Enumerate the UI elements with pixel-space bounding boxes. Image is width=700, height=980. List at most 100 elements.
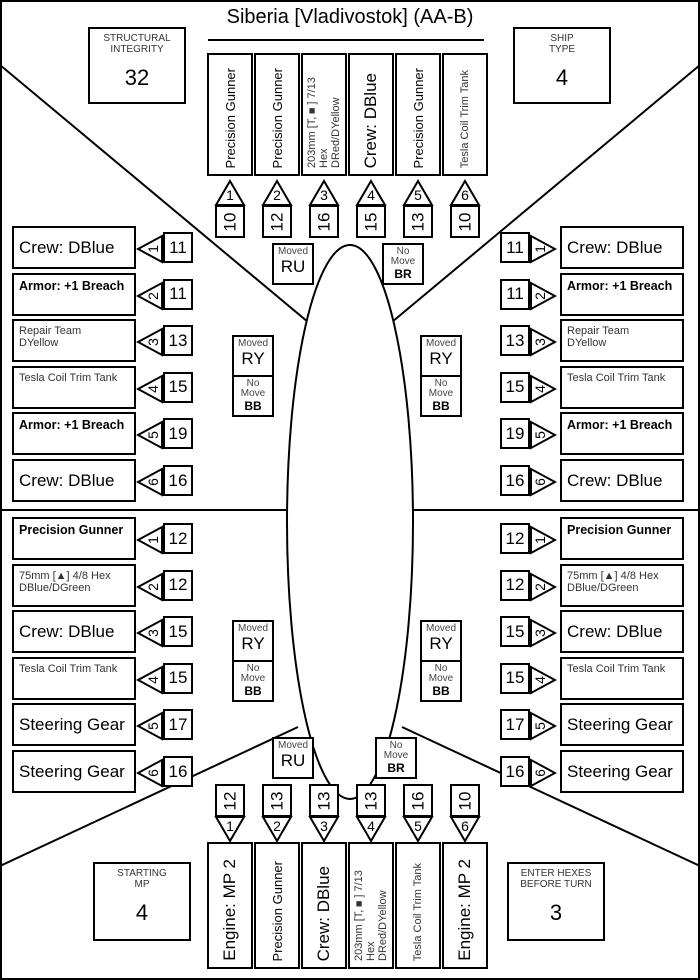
hit-number: 17	[168, 714, 188, 734]
hit-number-box: 13	[403, 205, 433, 238]
slot-number: 2	[532, 582, 548, 590]
hit-number: 15	[168, 668, 188, 688]
slot-number: 2	[273, 187, 281, 203]
hit-number: 15	[360, 212, 380, 231]
upper-right-systems-box[interactable]: Crew: DBlue	[560, 459, 684, 502]
bottom-system-box[interactable]: Engine: MP 2	[442, 842, 488, 969]
hit-number: 16	[168, 761, 188, 781]
hit-number-box: 16	[309, 205, 339, 238]
upper-right-systems-box[interactable]: Armor: +1 Breach	[560, 272, 684, 316]
lower-right-systems-box[interactable]: Crew: DBlue	[560, 610, 684, 654]
slot-number: 2	[145, 582, 161, 590]
slot-triangle: 2	[136, 280, 163, 311]
hit-number-box: 11	[500, 278, 530, 310]
system-label: Steering Gear	[567, 761, 673, 781]
top-system-box[interactable]: Crew: DBlue	[348, 53, 394, 176]
starting-mp-box: STARTING MP 4	[93, 862, 191, 941]
hit-number-box: 12	[163, 523, 193, 554]
hit-number: 16	[313, 212, 333, 231]
tag-label: Moved	[237, 623, 268, 634]
hit-number-box: 13	[500, 325, 530, 357]
top-system-box[interactable]: Precision Gunner	[254, 53, 300, 176]
tag-code: BB	[244, 399, 262, 413]
structural-integrity-label: STRUCTURAL INTEGRITY	[103, 33, 171, 55]
lower-right-systems-box[interactable]: Precision Gunner	[560, 517, 684, 560]
slot-number: 2	[145, 291, 161, 299]
upper-left-systems-box[interactable]: Armor: +1 Breach	[12, 272, 136, 316]
lower-right-systems-box[interactable]: 75mm [▲] 4/8 Hex DBlue/DGreen	[560, 563, 684, 607]
lower-left-systems-box[interactable]: Tesla Coil Trim Tank	[12, 656, 136, 700]
lower-left-systems-box[interactable]: Steering Gear	[12, 703, 136, 747]
hit-number: 10	[454, 212, 474, 231]
hit-number: 13	[360, 791, 380, 810]
tag-code: RY	[429, 634, 453, 653]
hit-number: 15	[505, 621, 525, 641]
hit-number-box: 15	[500, 662, 530, 694]
lower-left-systems-box[interactable]: Steering Gear	[12, 750, 136, 793]
slot-triangle: 2	[261, 816, 293, 843]
top-system-box[interactable]: Precision Gunner	[395, 53, 441, 176]
tag-label: No Move	[240, 378, 266, 399]
starting-mp-value: 4	[135, 900, 149, 925]
upper-left-systems-box[interactable]: Armor: +1 Breach	[12, 412, 136, 456]
upper-left-systems-box[interactable]: Crew: DBlue	[12, 226, 136, 269]
hit-number: 12	[505, 575, 525, 595]
bottom-system-box[interactable]: Precision Gunner	[254, 842, 300, 969]
hit-number: 12	[219, 791, 239, 810]
upper-right-systems-box[interactable]: Repair Team DYellow	[560, 319, 684, 363]
slot-triangle: 1	[214, 816, 246, 843]
lower-left-systems-box[interactable]: 75mm [▲] 4/8 Hex DBlue/DGreen	[12, 563, 136, 607]
system-label: 203mm [T,■] 7/13 Hex DRed/DYellow	[353, 870, 389, 961]
lower-right-systems-box[interactable]: Steering Gear	[560, 703, 684, 747]
hit-number-box: 12	[500, 569, 530, 601]
slot-triangle: 1	[136, 525, 163, 555]
system-label: Repair Team DYellow	[19, 325, 82, 350]
lower-right-systems-box[interactable]: Steering Gear	[560, 750, 684, 793]
bottom-system-box[interactable]: Engine: MP 2	[207, 842, 253, 969]
hit-number: 11	[169, 284, 187, 304]
slot-number: 4	[367, 818, 375, 834]
bottom-system-box[interactable]: Tesla Coil Trim Tank	[395, 842, 441, 969]
bottom-system-box[interactable]: Crew: DBlue	[301, 842, 347, 969]
lower-right-systems-box[interactable]: Tesla Coil Trim Tank	[560, 656, 684, 700]
top-system-box[interactable]: Precision Gunner	[207, 53, 253, 176]
tag-label: Moved	[277, 246, 308, 257]
slot-triangle: 3	[530, 327, 557, 357]
slot-triangle: 3	[136, 618, 163, 648]
top-system-box[interactable]: 203mm [T,■] 7/13 Hex DRed/DYellow	[301, 53, 347, 176]
upper-left-systems-box[interactable]: Tesla Coil Trim Tank	[12, 365, 136, 409]
system-label: Precision Gunner	[19, 523, 124, 537]
slot-triangle: 2	[261, 179, 293, 206]
slot-number: 6	[532, 769, 548, 777]
hit-number: 13	[266, 791, 286, 810]
slot-triangle: 6	[530, 758, 557, 788]
lower-left-systems-box[interactable]: Crew: DBlue	[12, 610, 136, 654]
bottom-system-box[interactable]: 203mm [T,■] 7/13 Hex DRed/DYellow	[348, 842, 394, 969]
hit-number: 16	[505, 470, 525, 490]
system-label: Tesla Coil Trim Tank	[412, 862, 424, 961]
hit-number: 16	[168, 470, 188, 490]
system-label: Precision Gunner	[567, 523, 672, 537]
lower-left-systems-box[interactable]: Precision Gunner	[12, 517, 136, 560]
upper-left-systems-box[interactable]: Repair Team DYellow	[12, 319, 136, 363]
upper-right-systems-box[interactable]: Armor: +1 Breach	[560, 412, 684, 456]
system-label: Tesla Coil Trim Tank	[567, 371, 666, 384]
hit-number: 19	[505, 423, 525, 443]
top-system-box[interactable]: Tesla Coil Trim Tank	[442, 53, 488, 176]
ship-title: Siberia [Vladivostok] (AA-B)	[226, 6, 474, 28]
upper-right-systems-box[interactable]: Tesla Coil Trim Tank	[560, 365, 684, 409]
upper-right-systems-box[interactable]: Crew: DBlue	[560, 226, 684, 269]
upper-left-systems-box[interactable]: Crew: DBlue	[12, 459, 136, 502]
